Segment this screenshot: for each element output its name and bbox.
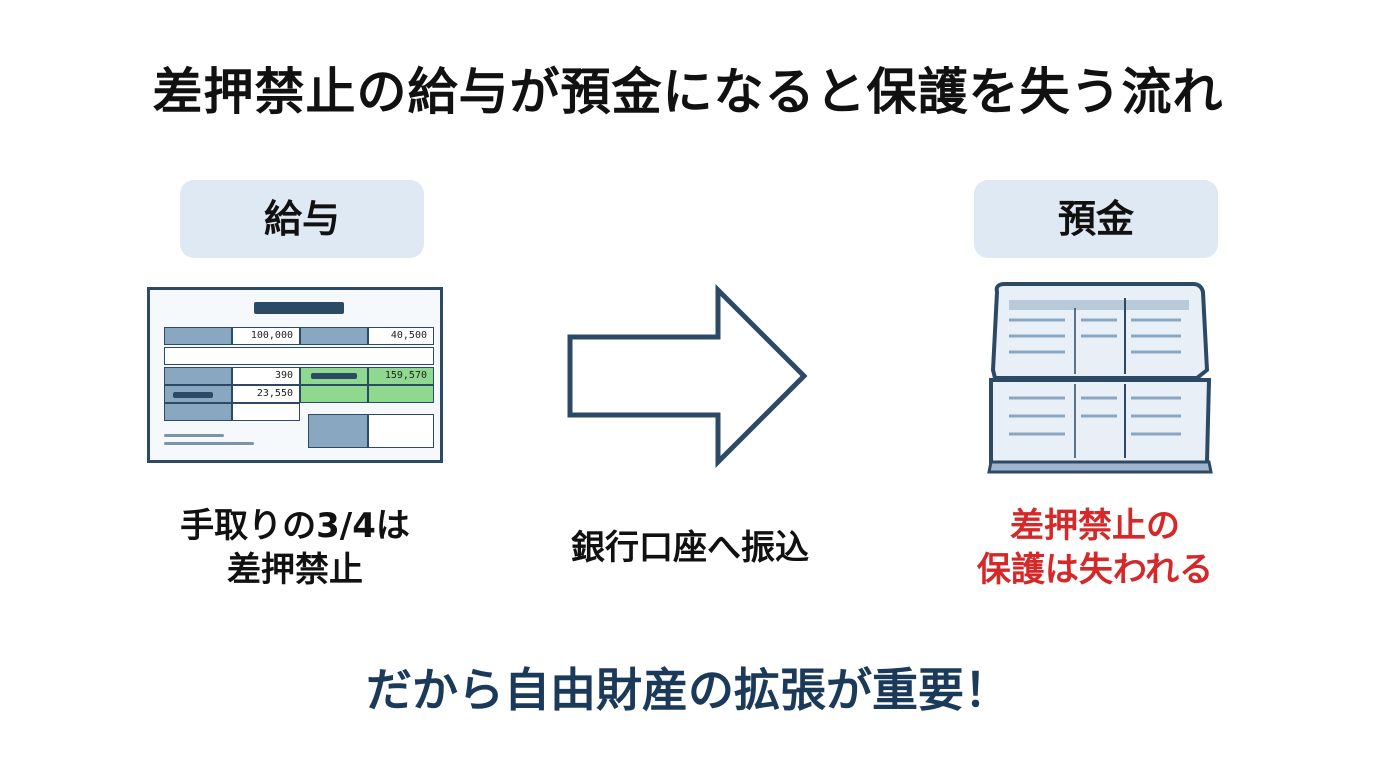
slip-cell: 390 [232, 367, 300, 385]
slip-cell: 23,550 [232, 385, 300, 403]
slip-cell: 100,000 [232, 327, 300, 345]
pay-slip-icon: 100,000 40,500 390 159,570 23,550 [147, 287, 443, 463]
deposit-caption-line2: 保護は失われる [976, 550, 1214, 590]
deposit-caption-line1: 差押禁止の [1010, 506, 1180, 546]
deposit-caption: 差押禁止の 保護は失われる [920, 504, 1270, 592]
slip-cell: 159,570 [368, 367, 434, 385]
deposit-label: 預金 [974, 180, 1218, 258]
salary-label: 給与 [180, 180, 424, 258]
page-title: 差押禁止の給与が預金になると保護を失う流れ [152, 63, 1224, 121]
transfer-caption: 銀行口座へ振込 [571, 528, 809, 568]
bank-passbook-icon [987, 282, 1213, 474]
salary-caption-line1: 手取りの3/4は [180, 506, 410, 546]
salary-caption-line2: 差押禁止 [227, 550, 363, 590]
right-arrow-icon [567, 283, 808, 469]
slip-cell: 40,500 [368, 327, 434, 345]
salary-caption: 手取りの3/4は 差押禁止 [120, 504, 470, 592]
bottom-message: だから自由財産の拡張が重要！ [366, 663, 1010, 717]
